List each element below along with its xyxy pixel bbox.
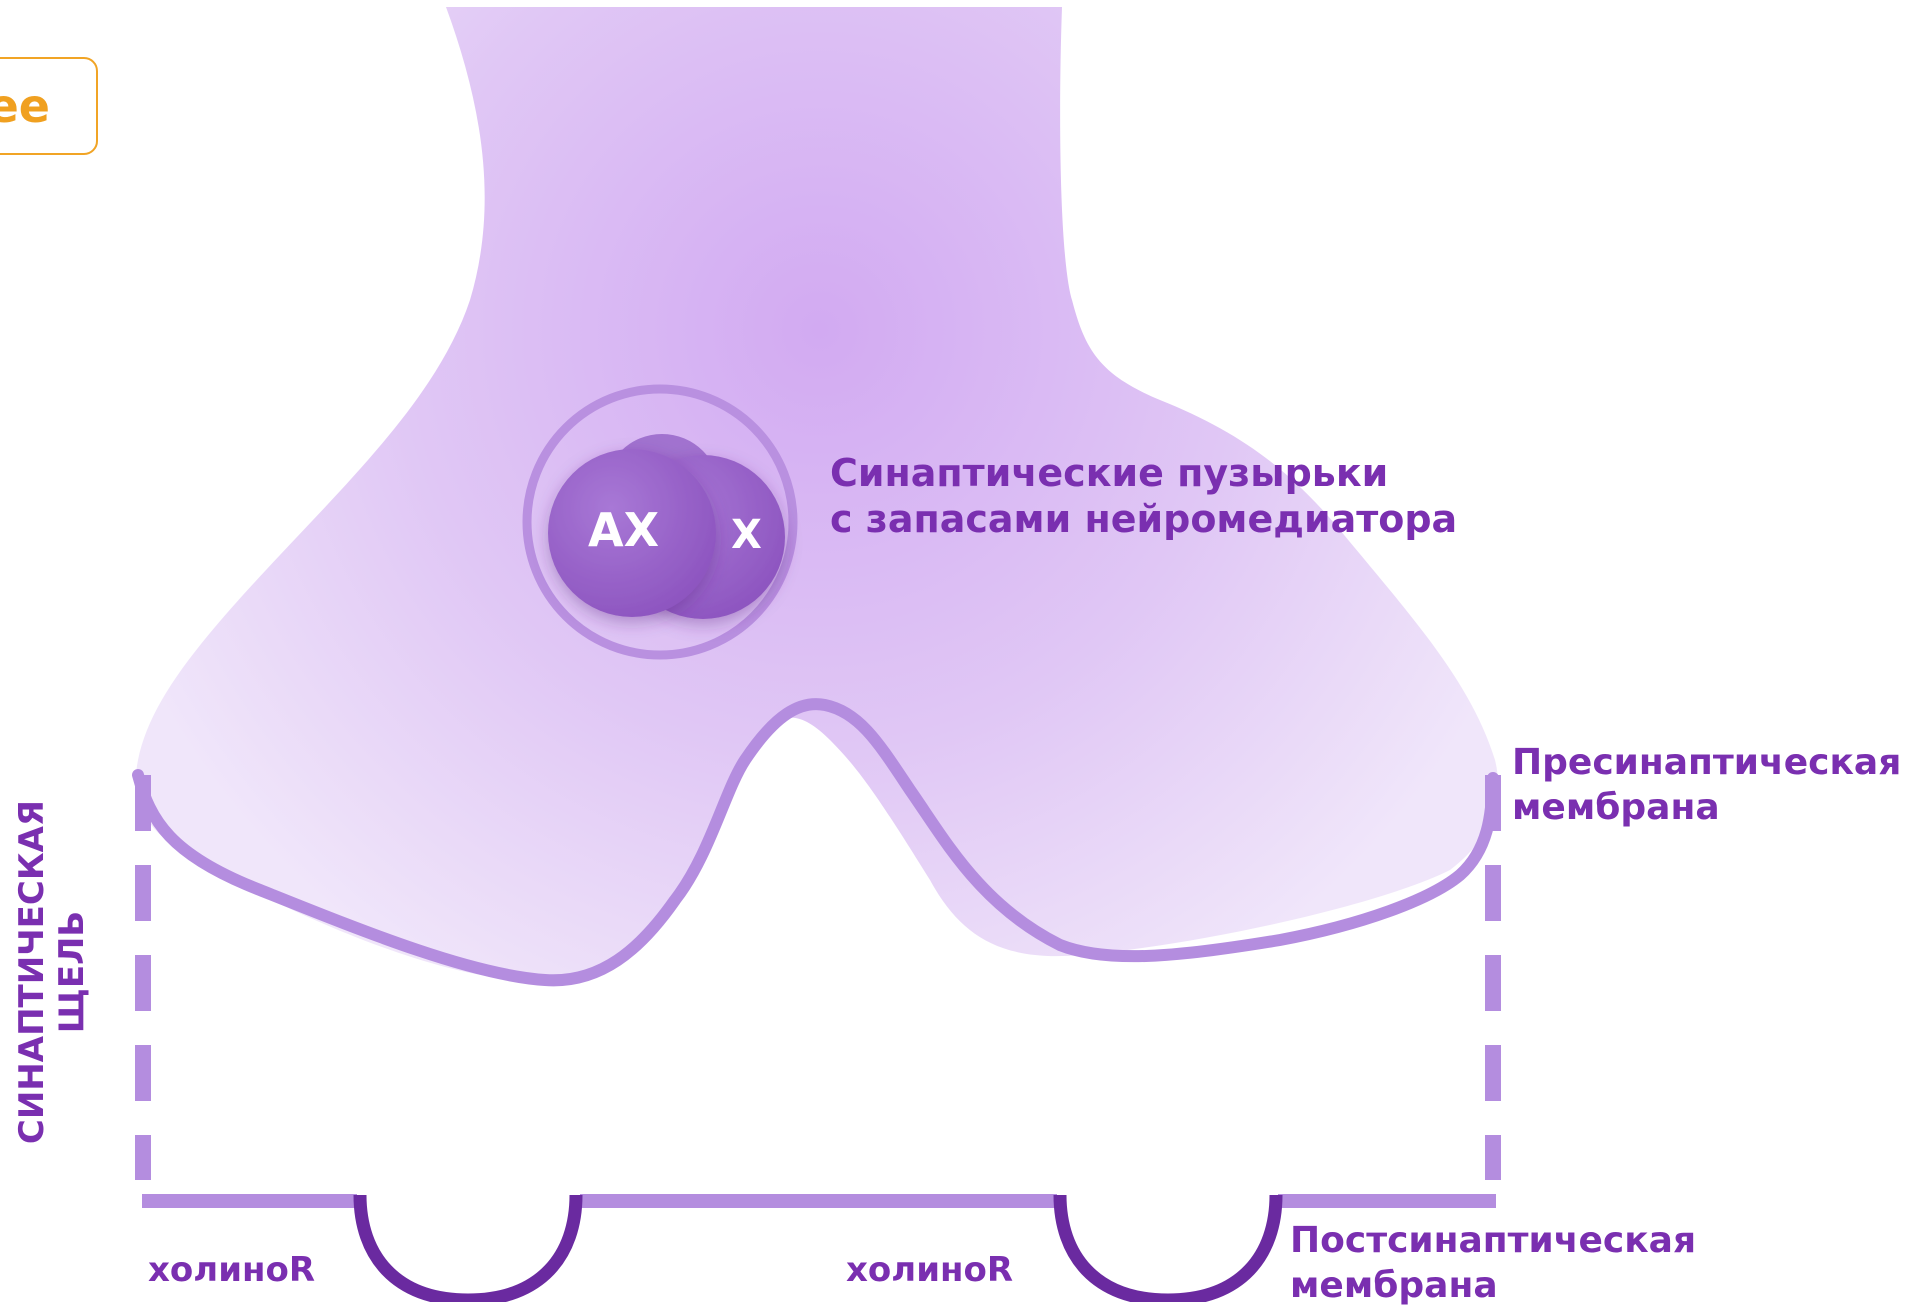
cholinoreceptor-2-label: холиноR	[846, 1250, 1013, 1290]
postsynaptic-label-line-1: Постсинаптическая	[1290, 1218, 1696, 1263]
cleft-label-line-1: СИНАПТИЧЕСКАЯ	[12, 800, 52, 1144]
presynaptic-membrane-label: Пресинаптическая мембрана	[1512, 740, 1901, 830]
next-button[interactable]: Далее	[0, 57, 98, 155]
vesicles-label: Синаптические пузырьки с запасами нейром…	[830, 450, 1457, 542]
next-button-label: Далее	[0, 83, 50, 129]
synaptic-cleft-label: СИНАПТИЧЕСКАЯ ЩЕЛЬ	[12, 800, 92, 1144]
cholinoreceptor-2	[1060, 1195, 1276, 1300]
cholinoreceptor-1-label: холиноR	[148, 1250, 315, 1290]
postsynaptic-membrane-label: Постсинаптическая мембрана	[1290, 1218, 1696, 1308]
postsynaptic-label-line-2: мембрана	[1290, 1263, 1696, 1308]
presynaptic-label-line-1: Пресинаптическая	[1512, 740, 1901, 785]
vesicle-front-label: АХ	[588, 503, 659, 557]
cholinoreceptor-1	[360, 1195, 576, 1300]
vesicles-label-line-1: Синаптические пузырьки	[830, 450, 1457, 496]
presynaptic-label-line-2: мембрана	[1512, 785, 1901, 830]
vesicles-label-line-2: с запасами нейромедиатора	[830, 496, 1457, 542]
cleft-label-line-2: ЩЕЛЬ	[52, 800, 92, 1144]
